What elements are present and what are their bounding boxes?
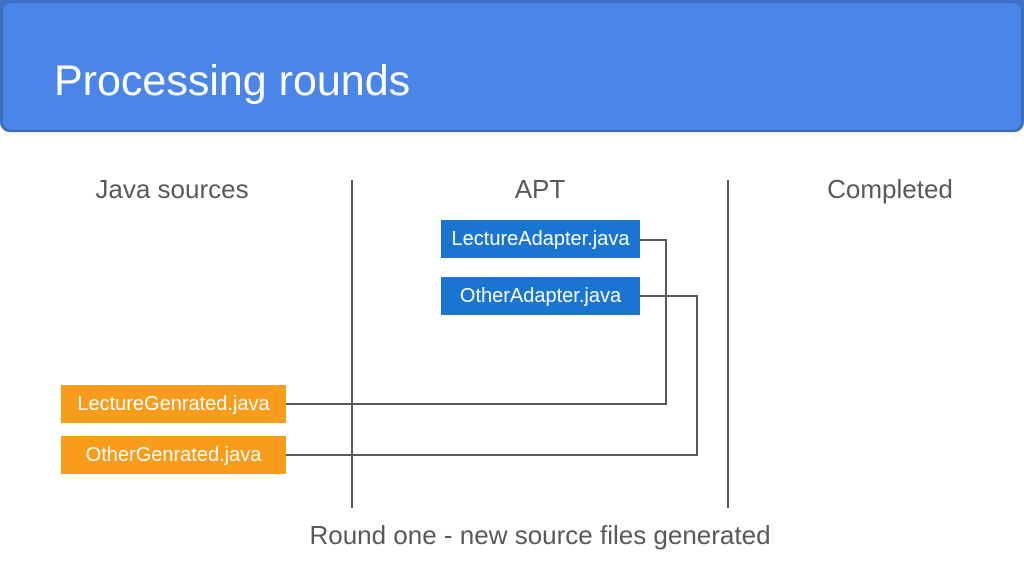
node-other-adapter: OtherAdapter.java (441, 277, 640, 315)
column-divider-right (727, 180, 729, 508)
connector-other-generated-to-adapter (286, 295, 698, 456)
node-lecture-adapter: LectureAdapter.java (441, 220, 640, 258)
connector-lecture-generated-to-adapter (286, 239, 667, 405)
node-lecture-generated-label: LectureGenrated.java (77, 392, 270, 415)
column-divider-left (351, 180, 353, 508)
node-lecture-adapter-label: LectureAdapter.java (451, 227, 630, 250)
node-other-adapter-label: OtherAdapter.java (459, 284, 622, 307)
node-other-generated: OtherGenrated.java (61, 436, 286, 474)
column-label-completed: Completed (827, 174, 953, 204)
node-lecture-generated: LectureGenrated.java (61, 385, 286, 423)
header-frame (0, 0, 1024, 132)
slide-title: Processing rounds (54, 57, 411, 105)
node-other-generated-label: OtherGenrated.java (85, 443, 262, 466)
column-label-java-sources: Java sources (95, 174, 249, 204)
slide-caption: Round one - new source files generated (309, 520, 771, 550)
header-bar (3, 3, 1021, 130)
column-label-apt: APT (514, 174, 566, 204)
